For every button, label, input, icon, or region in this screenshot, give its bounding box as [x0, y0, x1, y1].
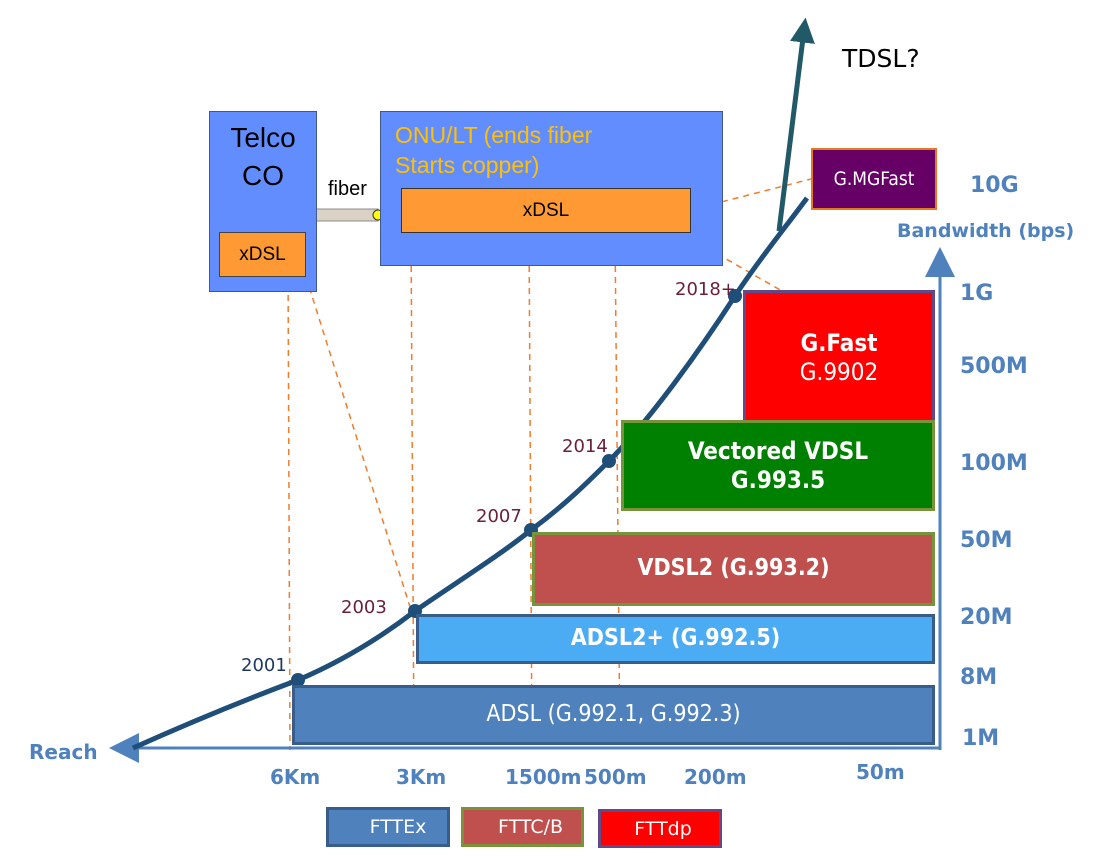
dashed-line-telco-to-2003	[305, 276, 412, 611]
standard-gmgfast-label: G.MGFast	[833, 167, 915, 190]
year-marker-2018	[728, 289, 742, 303]
y-tick-20m: 20M	[960, 605, 1013, 630]
legend-fttdp-label: FTTdp	[634, 817, 692, 840]
standard-gfast-line1: G.Fast	[800, 328, 878, 357]
legend-fttcb: FTTC/B	[461, 807, 584, 847]
year-marker-2001	[291, 673, 305, 687]
fiber-link	[315, 208, 379, 222]
standard-vectored-vdsl-line2: G.993.5	[730, 465, 826, 494]
x-tick-3km: 3Km	[396, 765, 447, 789]
y-tick-100m: 100M	[960, 451, 1028, 476]
y-tick-50m: 50M	[960, 528, 1013, 553]
onu-lt-title-line1: ONU/LT (ends fiber	[395, 122, 593, 148]
y-tick-8m: 8M	[960, 665, 998, 690]
y-tick-10g: 10G	[970, 173, 1019, 198]
year-marker-2014	[602, 454, 616, 468]
standard-adsl: ADSL (G.992.1, G.992.3)	[292, 685, 935, 745]
y-axis-title: Bandwidth (bps)	[897, 220, 1075, 242]
x-tick-200m: 200m	[684, 765, 747, 789]
legend-fttcb-label: FTTC/B	[497, 816, 564, 838]
year-label-2018: 2018+	[675, 279, 736, 300]
standard-vectored-vdsl-line1: Vectored VDSL	[687, 436, 869, 465]
onu-xdsl-box: xDSL	[401, 188, 691, 233]
tdsl-arrow	[776, 17, 815, 232]
dashed-line-to-gmgfast	[689, 178, 812, 211]
standard-adsl2plus-label: ADSL2+ (G.992.5)	[570, 625, 781, 652]
fiber-label: fiber	[328, 178, 367, 200]
standard-vectored-vdsl: Vectored VDSL G.993.5	[621, 420, 935, 511]
standard-gfast-line2: G.9902	[799, 357, 879, 386]
onu-xdsl-label: xDSL	[522, 199, 570, 221]
y-tick-1g: 1G	[960, 281, 994, 306]
dashed-line-6km	[287, 261, 291, 751]
y-tick-1m: 1M	[962, 726, 1000, 751]
telco-xdsl-box: xDSL	[219, 232, 306, 277]
telco-co-title-line1: Telco	[230, 122, 296, 153]
x-tick-6km: 6Km	[270, 765, 321, 789]
standard-adsl-label: ADSL (G.992.1, G.992.3)	[486, 701, 741, 728]
standard-vdsl2: VDSL2 (G.993.2)	[532, 532, 935, 606]
onu-lt-title-line2: Starts copper)	[395, 152, 540, 178]
year-label-2007: 2007	[476, 506, 522, 527]
dashed-line-1500m	[528, 232, 533, 751]
x-tick-500m: 500m	[584, 765, 647, 789]
tdsl-label: TDSL?	[842, 44, 920, 73]
standard-vdsl2-label: VDSL2 (G.993.2)	[637, 555, 830, 582]
telco-xdsl-label: xDSL	[239, 243, 286, 265]
y-tick-500m: 500M	[960, 354, 1028, 379]
telco-co-title-line2: CO	[242, 160, 284, 191]
year-label-2014: 2014	[562, 436, 608, 457]
standard-gfast: G.Fast G.9902	[743, 290, 935, 425]
year-label-2003: 2003	[341, 597, 387, 618]
year-label-2001: 2001	[241, 655, 287, 676]
x-axis-title: Reach	[29, 740, 98, 764]
standard-gmgfast: G.MGFast	[811, 148, 937, 210]
legend-fttex-label: FTTEx	[369, 816, 427, 838]
legend-fttex: FTTEx	[326, 807, 450, 847]
dashed-line-3km	[410, 232, 415, 751]
x-tick-50m: 50m	[856, 760, 905, 784]
standard-adsl2plus: ADSL2+ (G.992.5)	[416, 614, 935, 664]
x-tick-1500m: 1500m	[505, 765, 582, 789]
dashed-line-to-gfast	[678, 231, 783, 292]
dashed-line-500m	[614, 232, 621, 751]
legend-fttdp: FTTdp	[598, 809, 722, 848]
